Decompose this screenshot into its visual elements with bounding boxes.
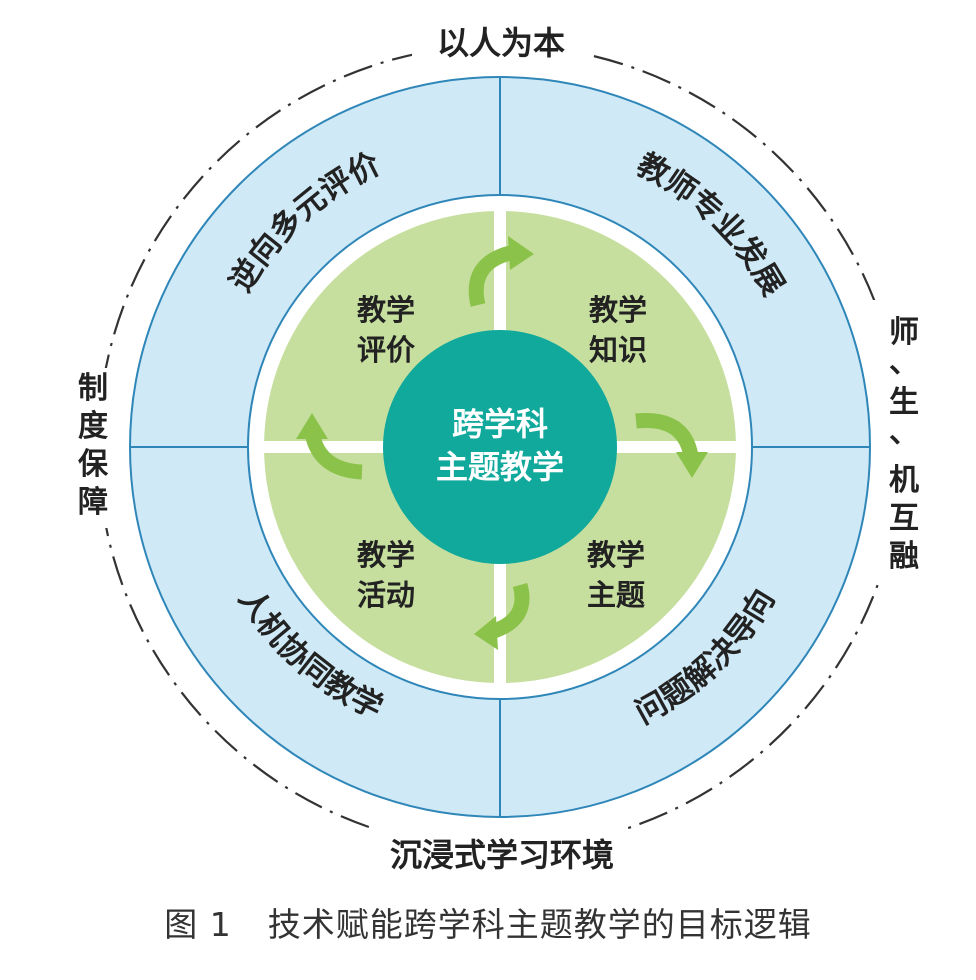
center-disc	[383, 330, 617, 564]
arrow-right	[635, 412, 699, 458]
quadrant-bottom-right-line1: 教学	[587, 538, 645, 572]
arrowhead-top	[508, 236, 534, 270]
arrowhead-right	[676, 452, 708, 478]
outer-label-left-1: 制	[78, 371, 108, 406]
arrowhead-bottom	[474, 616, 498, 650]
arrowhead-left	[296, 413, 328, 439]
outer-label-left-4: 障	[78, 485, 108, 520]
outer-label-right-6: 互	[889, 501, 919, 536]
quadrant-bottom-left-line1: 教学	[357, 538, 415, 572]
arrow-bottom	[488, 582, 530, 640]
outer-label-left-3: 保	[78, 447, 109, 482]
outer-label-right-2: 、	[889, 345, 919, 380]
quadrant-top-right-line2: 知识	[589, 333, 647, 367]
quadrant-bottom-left-line2: 活动	[357, 578, 415, 612]
quadrant-top-left-line2: 评价	[357, 333, 416, 367]
target-logic-diagram: 教学 评价 教学 知识 教学 活动 教学 主题 跨学科 主题教学 逆向多元评价 …	[62, 14, 940, 884]
outer-label-right-4: 、	[889, 415, 919, 450]
caption-number: 图 1	[164, 905, 232, 944]
right-label-gap	[872, 300, 940, 584]
top-label-gap	[412, 14, 590, 72]
outer-label-right-3: 生	[889, 385, 919, 420]
quadrant-top-left-line1: 教学	[357, 293, 415, 327]
cycle-arrowheads	[296, 236, 708, 650]
quadrant-bottom-right-line2: 主题	[587, 578, 645, 612]
arrow-top	[468, 244, 516, 307]
left-label-gap	[62, 368, 124, 528]
outer-label-bottom: 沉浸式学习环境	[390, 836, 614, 874]
figure-caption: 图 1 技术赋能跨学科主题教学的目标逻辑	[0, 900, 976, 950]
outer-label-right-1: 师	[889, 315, 919, 350]
outer-label-right-7: 融	[889, 539, 919, 574]
arrow-left	[304, 431, 363, 480]
outer-label-left-2: 度	[78, 409, 108, 444]
quadrant-top-right-line1: 教学	[589, 293, 647, 327]
center-label-line1: 跨学科	[452, 405, 548, 443]
outer-label-right-5: 机	[889, 463, 919, 498]
caption-title: 技术赋能跨学科主题教学的目标逻辑	[267, 905, 812, 944]
outer-label-top: 以人为本	[437, 24, 565, 62]
cycle-arrows	[304, 244, 699, 640]
center-label-line2: 主题教学	[436, 448, 564, 486]
bottom-label-gap	[376, 822, 628, 884]
